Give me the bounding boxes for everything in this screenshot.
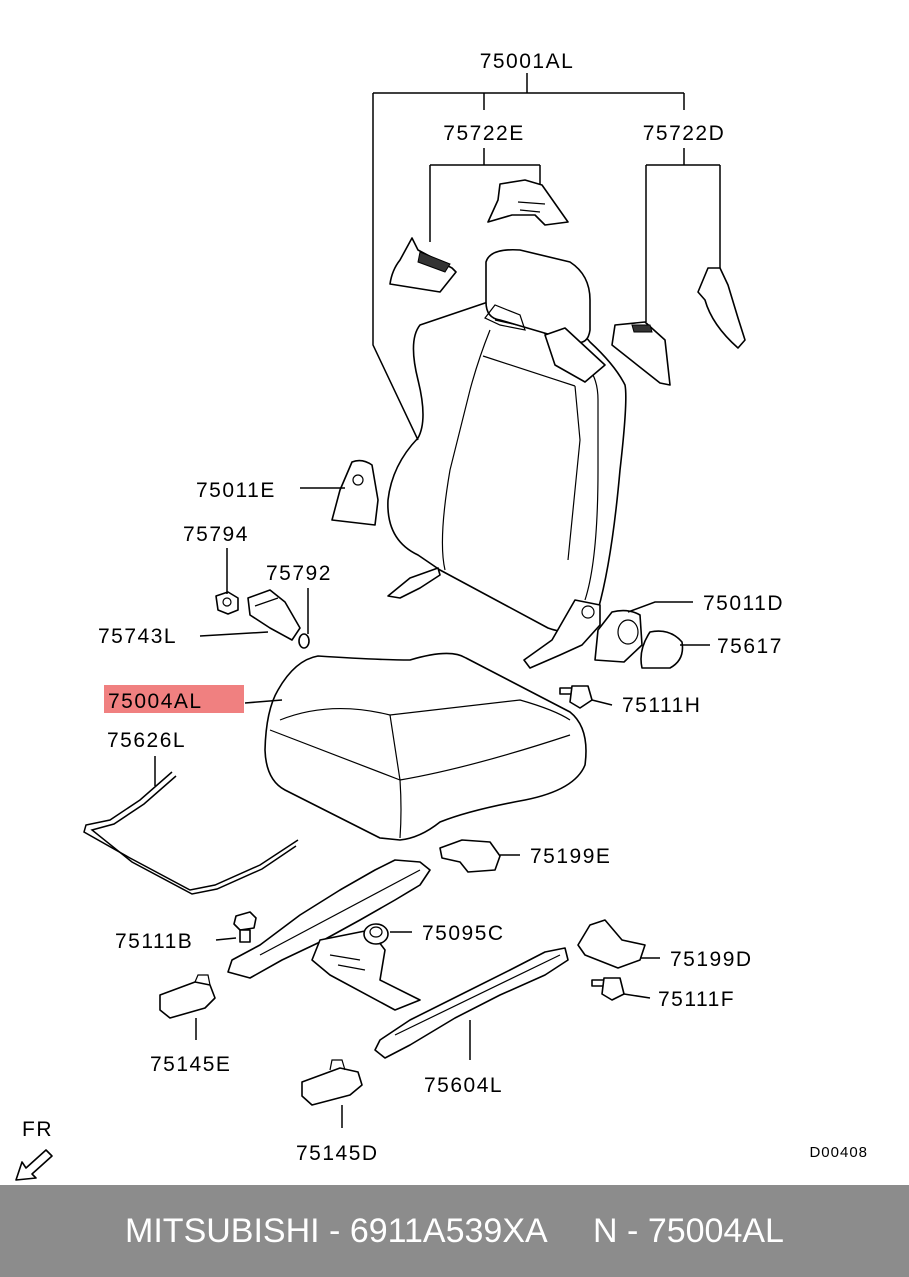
parts-diagram: 75001AL 75722E 75722D 75011E 75794 75792…: [15, 50, 868, 1181]
label-75095C[interactable]: 75095C: [422, 922, 505, 945]
cap-75145D: [301, 1059, 363, 1106]
label-75111H[interactable]: 75111H: [622, 694, 701, 717]
label-75617[interactable]: 75617: [717, 635, 783, 658]
headrest-cover-left: [487, 179, 569, 226]
cap-75145E: [159, 974, 216, 1019]
seat-back: [387, 248, 627, 633]
highlight-box: [104, 685, 244, 713]
footer-bar: MITSUBISHI - 6911A539XA N - 75004AL: [0, 1185, 909, 1277]
label-75743L[interactable]: 75743L: [98, 625, 177, 648]
label-75004AL[interactable]: 75004AL: [108, 690, 203, 713]
footer-text: MITSUBISHI - 6911A539XA N - 75004AL: [125, 1211, 784, 1250]
seat-cushion-75004AL: [264, 652, 587, 841]
label-75792[interactable]: 75792: [266, 562, 332, 585]
knob-75617: [640, 630, 684, 669]
diagram-code: D00408: [809, 1144, 868, 1161]
washer-75792: [298, 633, 310, 649]
hinge-bracket-left: [387, 567, 441, 599]
bolt-75111H: [559, 685, 593, 709]
part-labels: 75001AL 75722E 75722D 75011E 75794 75792…: [98, 50, 784, 1165]
fr-label: FR: [22, 1118, 53, 1141]
label-75794[interactable]: 75794: [183, 523, 249, 546]
label-75199D[interactable]: 75199D: [670, 948, 753, 971]
label-75001AL[interactable]: 75001AL: [480, 50, 575, 73]
label-75722D[interactable]: 75722D: [643, 122, 726, 145]
front-direction-indicator: FR: [15, 1118, 53, 1181]
hinge-cover-75011E: [331, 459, 379, 526]
label-75604L[interactable]: 75604L: [424, 1074, 503, 1097]
hinge-cover-75011D: [594, 609, 643, 663]
cover-75199E: [439, 839, 501, 873]
bolt-75111F: [591, 977, 625, 1001]
label-75145E[interactable]: 75145E: [150, 1053, 231, 1076]
buckle-75743L: [247, 589, 301, 641]
label-75111B[interactable]: 75111B: [115, 930, 193, 953]
wire-75626L: [83, 771, 299, 895]
cover-75199D: [577, 919, 646, 969]
label-75199E[interactable]: 75199E: [530, 845, 611, 868]
fr-arrow-icon: [15, 1149, 53, 1181]
label-75722E[interactable]: 75722E: [443, 122, 524, 145]
headrest-guide-left: [389, 237, 457, 293]
label-75145D[interactable]: 75145D: [296, 1142, 379, 1165]
seat-rails: [227, 859, 569, 1059]
label-75011E[interactable]: 75011E: [196, 479, 276, 502]
bolt-75111B: [233, 911, 257, 943]
hinge-mechanism-right: [523, 599, 601, 669]
headrest-guide-right: [611, 321, 671, 386]
label-75011D[interactable]: 75011D: [703, 592, 784, 615]
label-75626L[interactable]: 75626L: [107, 729, 186, 752]
headrest-cover-right: [697, 267, 746, 349]
label-75111F[interactable]: 75111F: [658, 988, 735, 1011]
nut-75794: [215, 591, 239, 615]
leader-lines: [154, 73, 721, 1128]
clip-75095C: [363, 923, 389, 945]
